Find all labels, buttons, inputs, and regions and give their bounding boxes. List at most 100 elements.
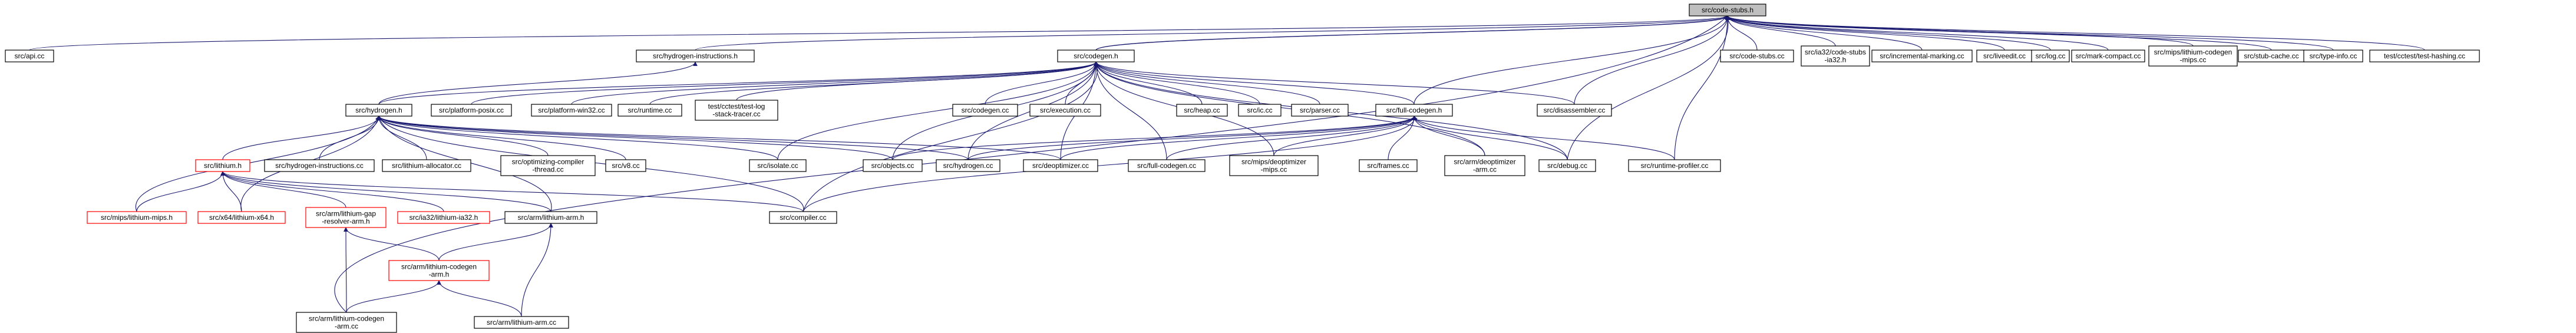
node-label: -resolver-arm.h — [322, 217, 369, 226]
node-code-stubs-cc[interactable]: src/code-stubs.cc — [1720, 50, 1794, 62]
node-log-cc[interactable]: src/log.cc — [2031, 50, 2070, 62]
node-box — [1689, 4, 1766, 17]
node-hydrogen-instr-cc[interactable]: src/hydrogen-instructions.cc — [264, 159, 375, 172]
node-runtime-profiler-cc[interactable]: src/runtime-profiler.cc — [1628, 159, 1721, 172]
node-arm-lithium-codegen-arm-h[interactable]: src/arm/lithium-codegen-arm.h — [388, 260, 490, 281]
node-mips-lithium-mips-h[interactable]: src/mips/lithium-mips.h — [87, 211, 187, 224]
node-label: src/full-codegen.h — [1386, 106, 1442, 114]
edge-hydrogen-h-to-codegen-h — [378, 61, 1098, 105]
edge-disassembler-cc-to-code-stubs-h — [1574, 15, 1730, 105]
node-full-codegen-h[interactable]: src/full-codegen.h — [1375, 104, 1453, 117]
node-box — [1029, 104, 1101, 117]
edge-mips-deoptimizer-mips-cc-to-full-codegen-h — [1273, 116, 1416, 156]
edge-runtime-profiler-cc-to-code-stubs-h — [1674, 15, 1730, 160]
edge-full-codegen-cc-to-full-codegen-h — [1166, 116, 1416, 160]
edge-mips-lithium-mips-h-to-lithium-h — [136, 171, 225, 212]
node-label: src/hydrogen-instructions.cc — [275, 161, 363, 170]
node-mark-compact-cc[interactable]: src/mark-compact.cc — [2071, 50, 2145, 62]
node-heap-cc[interactable]: src/heap.cc — [1176, 104, 1228, 117]
node-arm-deoptimizer-arm-cc[interactable]: src/arm/deoptimizer-arm.cc — [1444, 155, 1525, 176]
node-frames-cc[interactable]: src/frames.cc — [1359, 159, 1418, 172]
node-box — [264, 159, 375, 172]
node-hydrogen-h[interactable]: src/hydrogen.h — [345, 104, 412, 117]
node-label: src/api.cc — [15, 52, 45, 60]
node-lithium-allocator-cc[interactable]: src/lithium-allocator.cc — [382, 159, 471, 172]
edge-arm-lithium-arm-cc-to-arm-lithium-arm-h — [521, 223, 553, 317]
node-platform-posix-cc[interactable]: src/platform-posix.cc — [431, 104, 512, 117]
node-runtime-cc[interactable]: src/runtime.cc — [617, 104, 682, 117]
node-box — [2071, 50, 2145, 62]
node-hydrogen-instr-h[interactable]: src/hydrogen-instructions.h — [636, 50, 755, 62]
node-label: src/code-stubs.h — [1702, 6, 1753, 14]
node-box — [695, 100, 778, 121]
node-optimizing-compiler-thread-cc[interactable]: src/optimizing-compiler-thread.cc — [500, 155, 596, 176]
node-label: test/cctest/test-hashing.cc — [2384, 52, 2465, 60]
node-box — [5, 50, 54, 62]
node-isolate-cc[interactable]: src/isolate.cc — [749, 159, 807, 172]
node-label: src/stub-cache.cc — [2244, 52, 2298, 60]
node-lithium-h[interactable]: src/lithium.h — [195, 159, 250, 172]
node-box — [1871, 50, 1973, 62]
node-arm-lithium-arm-cc[interactable]: src/arm/lithium-arm.cc — [474, 316, 569, 329]
node-label: src/log.cc — [2036, 52, 2066, 60]
node-ia32-lithium-ia32-h[interactable]: src/ia32/lithium-ia32.h — [397, 211, 490, 224]
node-debug-cc[interactable]: src/debug.cc — [1538, 159, 1596, 172]
node-v8-cc[interactable]: src/v8.cc — [605, 159, 646, 172]
edge-liveedit-cc-to-code-stubs-h — [1725, 15, 2005, 51]
edge-compiler-cc-to-full-codegen-h — [802, 116, 1418, 212]
node-box — [605, 159, 646, 172]
node-box — [952, 104, 1018, 117]
node-execution-cc[interactable]: src/execution.cc — [1029, 104, 1101, 117]
edge-platform-posix-cc-to-codegen-h — [471, 61, 1098, 105]
edge-compiler-cc-to-hydrogen-h — [378, 116, 804, 212]
node-label: src/disassembler.cc — [1544, 106, 1606, 114]
node-box — [1801, 45, 1870, 67]
node-api-cc[interactable]: src/api.cc — [5, 50, 54, 62]
node-box — [863, 159, 923, 172]
node-box — [195, 159, 250, 172]
node-incremental-marking-cc[interactable]: src/incremental-marking.cc — [1871, 50, 1973, 62]
edge-ic-cc-to-codegen-h — [1094, 61, 1260, 105]
node-test-hashing-cc[interactable]: test/cctest/test-hashing.cc — [2369, 50, 2480, 62]
node-label: src/runtime-profiler.cc — [1641, 161, 1709, 170]
node-deoptimizer-cc[interactable]: src/deoptimizer.cc — [1023, 159, 1098, 172]
node-box — [1128, 159, 1206, 172]
edge-objects-cc-to-hydrogen-h — [377, 116, 893, 160]
node-full-codegen-cc[interactable]: src/full-codegen.cc — [1128, 159, 1206, 172]
node-mips-lithium-codegen-mips-cc[interactable]: src/mips/lithium-codegen-mips.cc — [2148, 45, 2238, 67]
node-disassembler-cc[interactable]: src/disassembler.cc — [1537, 104, 1612, 117]
node-stub-cache-cc[interactable]: src/stub-cache.cc — [2238, 50, 2305, 62]
node-compiler-cc[interactable]: src/compiler.cc — [769, 211, 837, 224]
node-box — [1229, 155, 1319, 176]
node-label: src/arm/deoptimizer — [1454, 158, 1515, 166]
node-arm-lithium-gap-resolver-arm-h[interactable]: src/arm/lithium-gap-resolver-arm.h — [305, 207, 387, 228]
node-box — [1538, 159, 1596, 172]
node-label: src/x64/lithium-x64.h — [209, 213, 274, 222]
node-objects-cc[interactable]: src/objects.cc — [863, 159, 923, 172]
edge-compiler-cc-to-lithium-h — [220, 171, 804, 212]
node-liveedit-cc[interactable]: src/liveedit.cc — [1976, 50, 2033, 62]
node-box — [197, 211, 286, 224]
node-type-info-cc[interactable]: src/type-info.cc — [2303, 50, 2363, 62]
node-codegen-cc[interactable]: src/codegen.cc — [952, 104, 1018, 117]
node-test-log-stack-tracer-cc[interactable]: test/cctest/test-log-stack-tracer.cc — [695, 100, 778, 121]
node-mips-deoptimizer-mips-cc[interactable]: src/mips/deoptimizer-mips.cc — [1229, 155, 1319, 176]
edge-ia32-code-stubs-h-to-code-stubs-h — [1725, 15, 1836, 47]
node-ic-cc[interactable]: src/ic.cc — [1238, 104, 1282, 117]
node-box — [388, 260, 490, 281]
node-label: src/v8.cc — [612, 161, 639, 170]
node-box — [296, 312, 397, 333]
edge-hydrogen-h-to-hydrogen-instr-h — [378, 61, 698, 105]
node-arm-lithium-codegen-arm-cc[interactable]: src/arm/lithium-codegen-arm.cc — [296, 312, 397, 333]
node-ia32-code-stubs-h[interactable]: src/ia32/code-stubs-ia32.h — [1801, 45, 1870, 67]
node-x64-lithium-x64-h[interactable]: src/x64/lithium-x64.h — [197, 211, 286, 224]
node-label: src/arm/lithium-arm.cc — [487, 318, 556, 327]
edge-isolate-cc-to-hydrogen-h — [377, 116, 778, 160]
node-platform-win32-cc[interactable]: src/platform-win32.cc — [531, 104, 612, 117]
node-arm-lithium-arm-h[interactable]: src/arm/lithium-arm.h — [504, 211, 597, 224]
node-parser-cc[interactable]: src/parser.cc — [1291, 104, 1349, 117]
node-codegen-h[interactable]: src/codegen.h — [1057, 50, 1135, 62]
node-hydrogen-cc[interactable]: src/hydrogen.cc — [936, 159, 1000, 172]
edge-test-log-stack-tracer-cc-to-codegen-h — [736, 61, 1098, 101]
